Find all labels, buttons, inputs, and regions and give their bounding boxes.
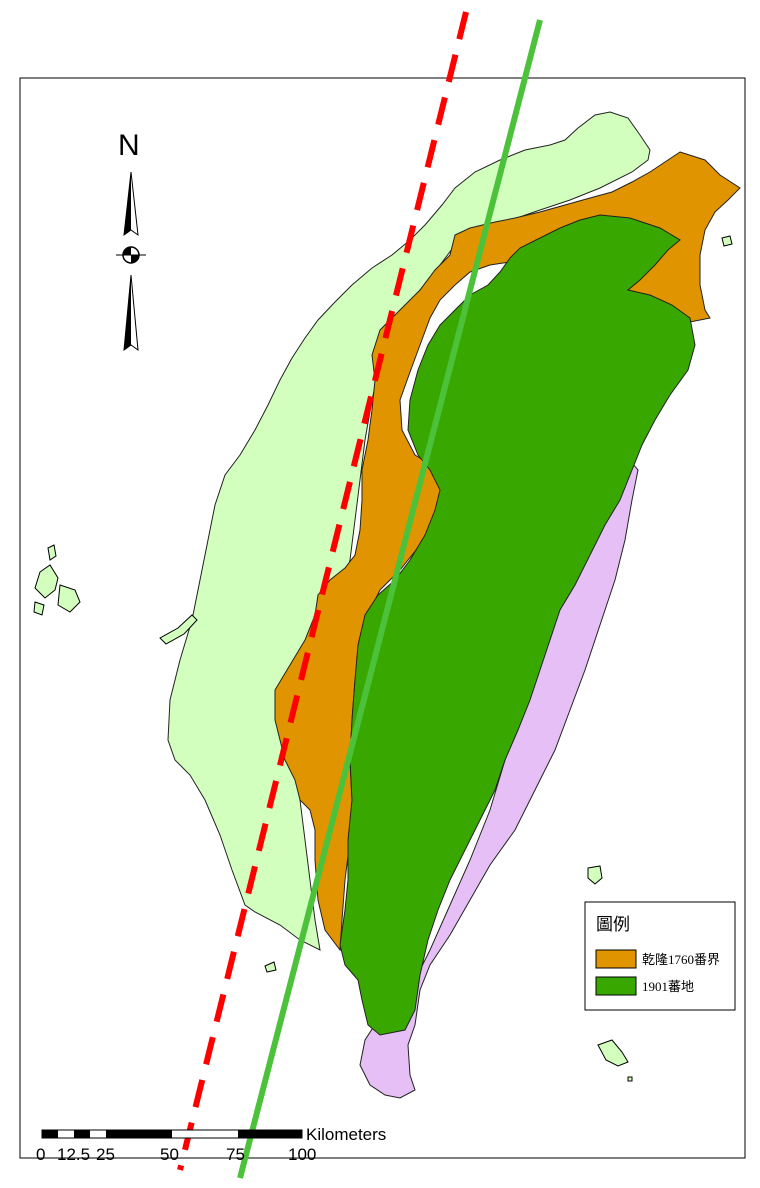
north-arrow-bottom-shade xyxy=(124,275,131,350)
small-island xyxy=(264,961,277,973)
legend-swatch-qianlong xyxy=(595,949,637,969)
scale-segment xyxy=(74,1130,90,1138)
north-arrow: N xyxy=(116,129,146,352)
legend: 圖例 乾隆1760番界 1901蕃地 xyxy=(584,901,736,1011)
scale-unit-label: Kilometers xyxy=(306,1125,386,1144)
north-label: N xyxy=(118,129,140,162)
legend-label-1901: 1901蕃地 xyxy=(642,979,694,994)
scale-tick-label: 50 xyxy=(160,1145,179,1164)
scale-tick-label: 75 xyxy=(226,1145,245,1164)
aboriginal-land-1901-region xyxy=(339,214,696,1036)
penghu-islands xyxy=(33,544,81,616)
small-island xyxy=(159,614,198,645)
north-arrow-center-fill xyxy=(123,247,139,263)
red-dashed-line xyxy=(177,11,469,1171)
north-arrow-top-shade xyxy=(124,172,131,235)
scale-segment xyxy=(106,1130,172,1138)
scale-tick-label: 100 xyxy=(288,1145,316,1164)
scale-tick-label: 25 xyxy=(96,1145,115,1164)
orchid-island xyxy=(597,1039,629,1067)
green-island xyxy=(587,865,603,885)
legend-label-qianlong: 乾隆1760番界 xyxy=(642,952,720,967)
small-island xyxy=(721,235,733,247)
small-islet xyxy=(627,1076,633,1082)
scale-segment xyxy=(42,1130,58,1138)
scale-tick-label: 12.5 xyxy=(57,1145,90,1164)
scale-bar: Kilometers 0 12.5 25 50 75 100 xyxy=(36,1125,386,1164)
legend-swatch-1901 xyxy=(595,976,637,996)
scale-segment xyxy=(238,1130,302,1138)
legend-title: 圖例 xyxy=(596,915,630,935)
scale-tick-label: 0 xyxy=(36,1145,45,1164)
green-solid-line xyxy=(237,19,543,1179)
